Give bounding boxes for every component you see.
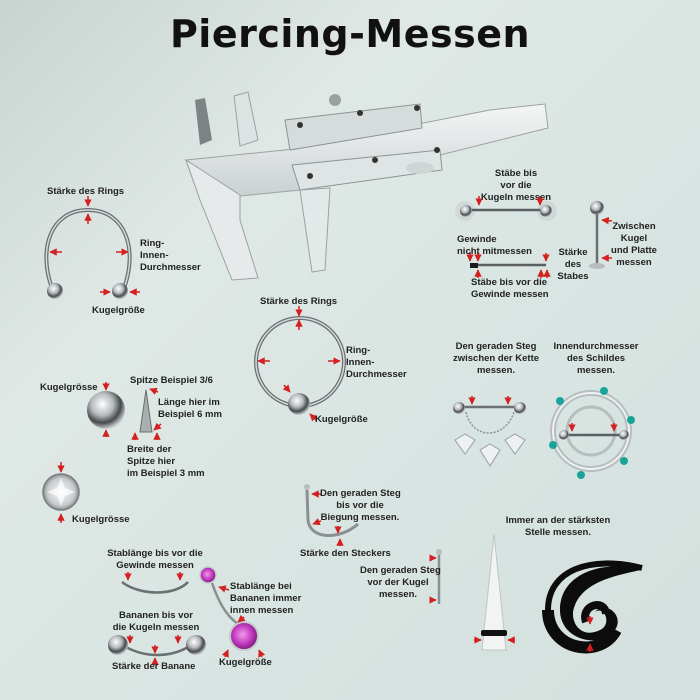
barbell-top-label: Stäbe bis vor die Kugeln messen [480,168,552,203]
chain-label: Den geraden Steg zwischen der Kette mess… [452,341,540,376]
horseshoe-diameter-label: Ring- Innen- Durchmesser [140,238,201,273]
horseshoe-thickness-label: Stärke des Rings [47,186,125,197]
gem-ball-size-label: Kugelgrösse [72,514,130,525]
bcr-thickness-label: Stärke des Rings [260,296,338,307]
bcr-ball-label: Kugelgröße [315,414,368,425]
spike-width-label: Breite der Spitze hier im Beispiel 3 mm [127,444,205,479]
nose-thickness-label: Stärke den Steckers [300,548,391,559]
shield-label: Innendurchmesser des Schildes messen. [553,341,639,376]
bcr-diameter-label: Ring- Innen- Durchmesser [346,345,407,380]
nose-curve-label: Den geraden Steg bis vor die Biegung mes… [320,488,401,523]
banana-thickness-label: Stärke der Banane [112,661,196,672]
spike-title-label: Spitze Beispiel 3/6 [130,375,213,386]
banana-inner-label: Stablänge bei Bananen immer innen messen [230,581,302,616]
stretcher-label: Immer an der stärksten Stelle messen. [505,515,611,538]
ball-size-label: Kugelgrösse [40,382,98,393]
horseshoe-ball-label: Kugelgröße [92,305,145,316]
barbell-thread-label: Gewinde nicht mitmessen [457,234,532,257]
banana-thread-label: Stablänge bis vor die Gewinde messen [107,548,203,571]
barbell-thickness-label: Stärke des Stabes [557,247,589,282]
page-title: Piercing-Messen [169,12,531,56]
banana-ball-label: Kugelgröße [219,657,272,668]
banana-balls-label: Bananen bis vor die Kugeln messen [112,610,200,633]
labret-label: Zwischen Kugel und Platte messen [611,221,657,268]
nose-stud-label: Den geraden Steg vor der Kugel messen. [360,565,441,600]
barbell-bottom-label: Stäbe bis vor die Gewinde messen [471,277,549,300]
spike-length-label: Länge hier im Beispiel 6 mm [158,397,222,420]
